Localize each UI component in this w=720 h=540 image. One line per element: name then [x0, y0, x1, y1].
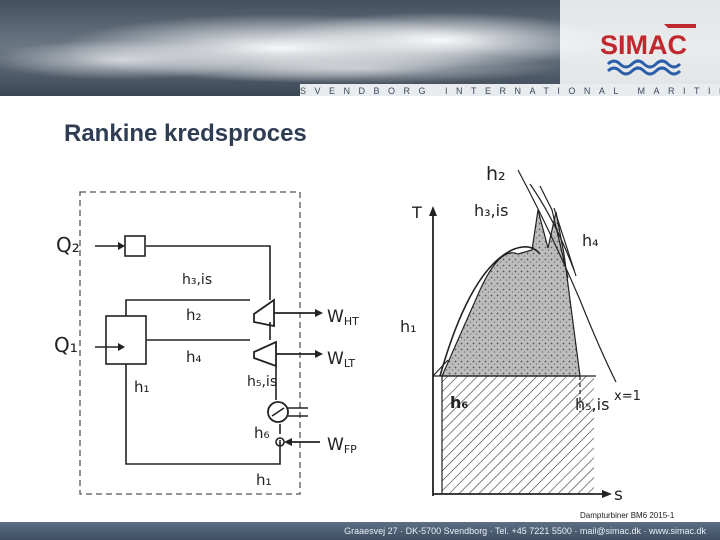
w-lt-label: WLT — [327, 349, 355, 370]
h1-label-boiler: h₁ — [134, 378, 150, 396]
q1-label: Q₁ — [54, 333, 78, 357]
sea-photo — [0, 0, 720, 96]
slide-footnote: Dampturbiner BM6 2015-1 — [580, 511, 675, 520]
ts-h6-label: h₆ — [450, 393, 468, 412]
h5is-label: h₅,is — [247, 374, 277, 390]
ts-h5is-label: h₅,is — [575, 395, 609, 414]
net-work-area — [441, 209, 581, 377]
w-ht-label: WHT — [327, 307, 359, 328]
h3is-label: h₃,is — [182, 272, 212, 288]
rankine-diagram: Q₂ Q₁ h₃,is h₂ h₄ h₁ h₅,is h₆ h₁ WHT WLT… — [54, 163, 641, 505]
system-boundary — [79, 191, 301, 495]
ts-h1-label: h₁ — [400, 317, 417, 336]
lt-turbine — [253, 340, 277, 368]
logo-text: SIMAC — [600, 30, 687, 60]
plant-schematic: Q₂ Q₁ h₃,is h₂ h₄ h₁ h₅,is h₆ h₁ WHT WLT… — [54, 191, 359, 495]
h1-label-bottom: h₁ — [256, 471, 272, 489]
footer-bar: Graaesvej 27 · DK-5700 Svendborg · Tel. … — [0, 522, 720, 540]
simac-logo[interactable]: SIMAC — [598, 22, 710, 80]
ts-h3is-label: h₃,is — [474, 201, 508, 220]
reheater-box — [124, 235, 146, 257]
boiler-box — [105, 315, 147, 365]
ts-t-axis-label: T — [411, 203, 422, 222]
h6-label: h₆ — [254, 424, 270, 442]
w-fp-label: WFP — [327, 435, 357, 456]
slide-title: Rankine kredsproces — [64, 120, 307, 147]
header-banner: SVENDBORG INTERNATIONAL MARITIME ACADEMY… — [0, 0, 720, 96]
ts-h4-label: h₄ — [582, 231, 599, 250]
ts-s-axis-label: s — [614, 485, 623, 505]
ts-diagram: h₂ T h₃,is h₄ h₁ h₆ h₅,is x=1 s — [400, 163, 641, 505]
ht-turbine — [253, 298, 275, 328]
saturation-dome — [439, 246, 541, 377]
ts-x1-label: x=1 — [614, 389, 641, 404]
h4-label: h₄ — [186, 348, 202, 366]
q2-label: Q₂ — [56, 233, 80, 257]
academy-tagline: SVENDBORG INTERNATIONAL MARITIME ACADEMY — [300, 84, 720, 96]
ts-h2-label: h₂ — [486, 163, 506, 185]
condenser-symbol — [267, 401, 289, 423]
h2-label: h₂ — [186, 306, 202, 324]
rejected-heat-area — [442, 376, 594, 494]
